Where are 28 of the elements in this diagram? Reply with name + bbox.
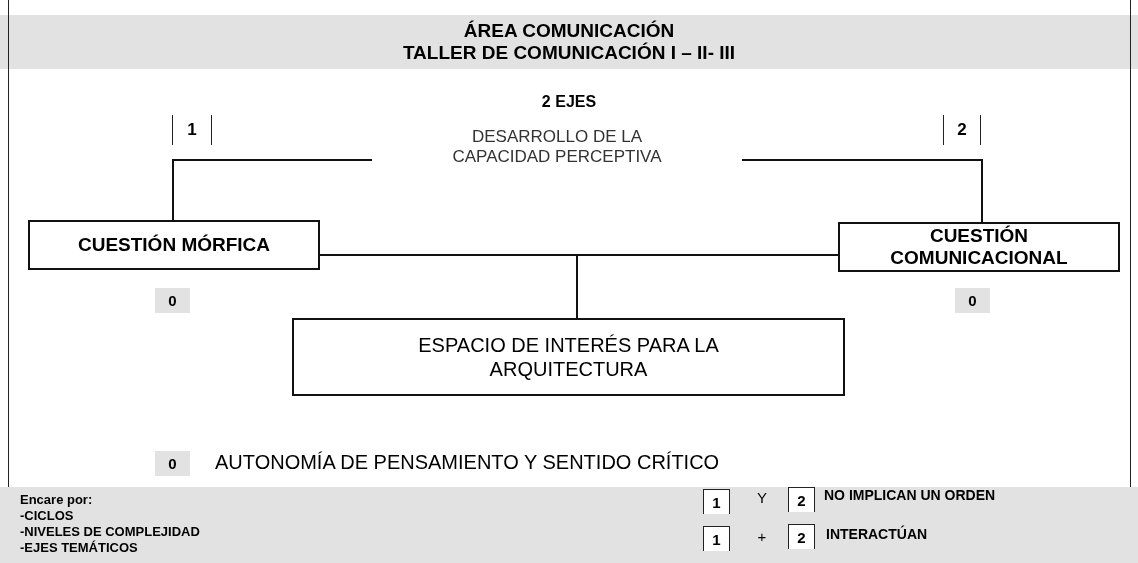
level-number: 0 — [155, 451, 190, 476]
axis-label: DESARROLLO DE LA CAPACIDAD PERCEPTIVA — [451, 127, 663, 167]
axis-number: 1 — [703, 526, 730, 551]
note-line: -CICLOS — [20, 508, 75, 523]
connector-line — [172, 159, 373, 221]
axis-number: 2 — [788, 487, 815, 512]
connector-line — [741, 159, 983, 223]
note-line: Encare por: — [20, 492, 94, 507]
note-line: -EJES TEMÁTICOS — [20, 540, 139, 555]
statement: AUTONOMÍA DE PENSAMIENTO Y SENTIDO CRÍTICO — [215, 451, 721, 474]
note-line: -NIVELES DE COMPLEJIDAD — [20, 524, 201, 539]
topic-box: CUESTIÓN COMUNICACIONAL — [838, 222, 1120, 272]
operator: + — [756, 528, 768, 545]
level-number: 0 — [155, 288, 190, 313]
axis-number: 1 — [172, 115, 212, 145]
axis-number: 2 — [943, 115, 981, 145]
level-number: 0 — [955, 288, 990, 313]
subtitle: TALLER DE COMUNICACIÓN I – II- III — [401, 42, 737, 64]
note-line: INTERACTÚAN — [826, 526, 929, 542]
connector-line — [576, 254, 839, 319]
axis-number: 2 — [788, 524, 815, 549]
operator: Y — [756, 489, 768, 506]
axis-number: 1 — [703, 489, 730, 514]
title: ÁREA COMUNICACIÓN — [462, 20, 676, 42]
topic-box: CUESTIÓN MÓRFICA — [28, 220, 320, 270]
axes-heading: 2 EJES — [540, 93, 598, 111]
topic-box: ESPACIO DE INTERÉS PARA LA ARQUITECTURA — [292, 318, 845, 396]
note-line: NO IMPLICAN UN ORDEN — [824, 487, 997, 503]
